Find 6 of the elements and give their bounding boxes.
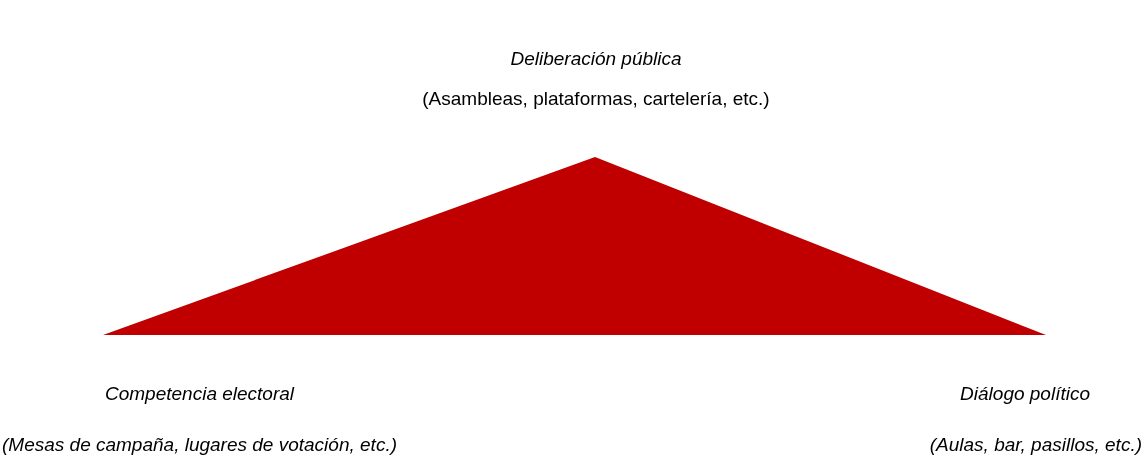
corner-label: Competencia electoral [105,383,295,406]
corner-label: (Mesas de campaña, lugares de votación, etc.) [2,434,397,457]
corner-label: Deliberación pública [510,48,682,71]
corner-label: (Aulas, bar, pasillos, etc.) [929,434,1142,457]
corner-label: Diálogo político [960,383,1090,406]
corner-label: (Asambleas, plataformas, cartelería, etc.) [422,88,770,111]
